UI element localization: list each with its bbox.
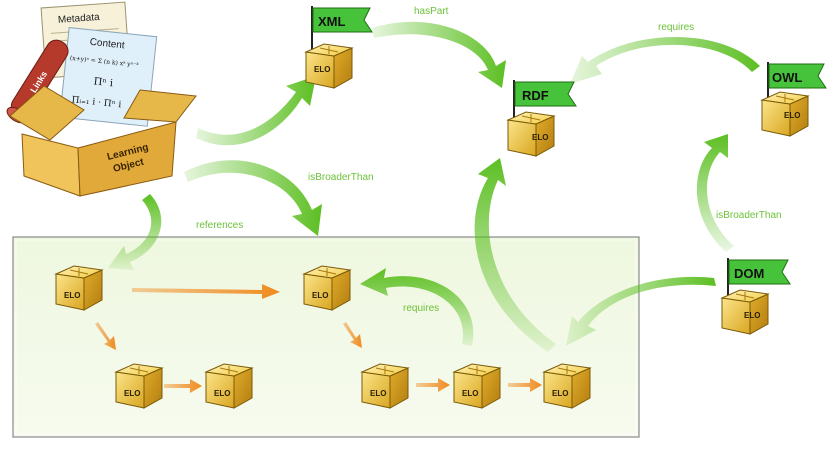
label-has-part: hasPart: [414, 6, 449, 17]
flag-xml-label: XML: [318, 14, 346, 29]
sequence-arrows: [95, 284, 542, 393]
label-requires-inner: requires: [403, 303, 439, 314]
seq-arrow-long: [132, 284, 280, 299]
elo-label: ELO: [64, 291, 80, 300]
arrow-xml-to-rdf: [372, 21, 506, 88]
arrow-elo-to-rdf: [474, 158, 556, 352]
elo-label: ELO: [370, 389, 386, 398]
elo-cube-bottom-4: ELO: [453, 363, 501, 409]
elo-dom-label: ELO: [744, 311, 760, 320]
elo-cube-top-left: ELO: [55, 265, 103, 311]
box-side: [77, 121, 177, 197]
flag-xml: [312, 7, 373, 33]
elo-xml-label: ELO: [314, 65, 330, 74]
standard-xml: XML ELO: [305, 6, 373, 89]
elo-label: ELO: [312, 291, 328, 300]
elo-cube-bottom-2: ELO: [205, 363, 253, 409]
arrow-lo-to-elo-left: [108, 194, 162, 270]
flag-owl: [768, 63, 827, 89]
relation-arrows: [108, 21, 760, 352]
elo-owl-label: ELO: [784, 111, 800, 120]
content-sheet: Content (x+y)ⁿ = Σ (n k) xᵏ yⁿ⁻ᵏ Πⁿ i Πᵢ…: [59, 27, 158, 127]
arrow-lo-to-xml: [196, 76, 316, 146]
flag-dom-label: DOM: [734, 266, 764, 281]
flag-dom: [728, 259, 791, 285]
arrow-dom-to-owl: [696, 134, 734, 252]
elo-label: ELO: [552, 389, 568, 398]
standard-dom: DOM ELO: [721, 258, 791, 335]
elo-cube-bottom-3: ELO: [361, 363, 409, 409]
flag-rdf-label: RDF: [522, 88, 549, 103]
elo-label: ELO: [124, 389, 140, 398]
seq-arrow-mid-bottom-1: [416, 378, 450, 392]
box-flap-left: [9, 85, 85, 141]
standard-owl: OWL ELO: [761, 62, 827, 137]
metadata-label: Metadata: [58, 12, 101, 26]
seq-arrow-mid-bottom-2: [508, 378, 542, 392]
label-references: references: [196, 220, 243, 231]
label-requires-top: requires: [658, 22, 694, 33]
arrow-inner-requires: [360, 268, 474, 346]
arrow-owl-to-rdf: [570, 36, 760, 84]
elo-label: ELO: [462, 389, 478, 398]
seq-arrow-left-bottom: [164, 379, 202, 393]
standard-rdf: RDF ELO: [507, 80, 577, 157]
arrow-lo-to-elo-center: [184, 160, 322, 236]
elo-cube-bottom-5: ELO: [543, 363, 591, 409]
elo-label: ELO: [214, 389, 230, 398]
content-label: Content: [89, 37, 125, 52]
elo-cube-bottom-1: ELO: [115, 363, 163, 409]
elo-rdf-label: ELO: [532, 133, 548, 142]
seq-arrow-left-down: [95, 322, 116, 350]
flag-rdf: [514, 81, 577, 107]
elo-cube-top-center: ELO: [303, 265, 351, 311]
arrow-dom-to-elo-bottom: [566, 276, 716, 346]
seq-arrow-mid-down: [343, 322, 362, 348]
label-is-broader-than-right: isBroaderThan: [716, 210, 782, 221]
flag-owl-label: OWL: [772, 70, 802, 85]
box-front: [21, 133, 81, 197]
learning-object: Metadata Content (x+y)ⁿ = Σ (n k) xᵏ yⁿ⁻…: [6, 1, 197, 197]
formula-product: Πⁿ i: [93, 76, 113, 89]
label-is-broader-than-top: isBroaderThan: [308, 172, 374, 183]
